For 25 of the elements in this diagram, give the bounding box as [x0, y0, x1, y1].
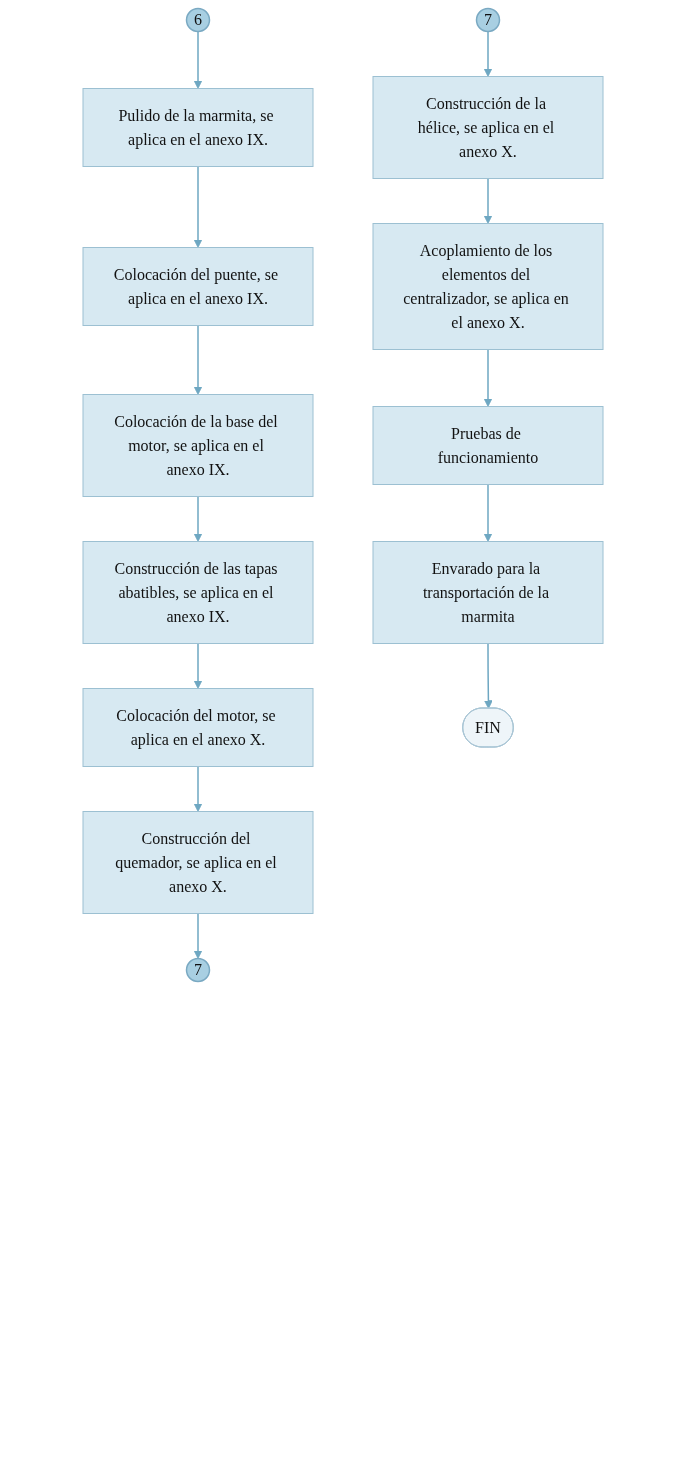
arrow — [483, 483, 493, 542]
node-circle: 6 — [185, 7, 211, 33]
node-circle: 7 — [185, 957, 211, 983]
node-circle: 7 — [475, 7, 501, 33]
node-box: Construcción de la hélice, se aplica en el anexo X. — [372, 76, 604, 179]
node-box: Pruebas de funcionamiento — [372, 406, 604, 485]
arrow — [193, 642, 203, 689]
arrow — [193, 765, 203, 812]
arrow — [483, 348, 493, 407]
node-box: Colocación del motor, se aplica en el anexo X. — [82, 688, 314, 767]
arrow — [193, 30, 203, 89]
node-box: Colocación de la base del motor, se aplica en el anexo IX. — [82, 394, 314, 497]
node-box: Acoplamiento de los elementos del centralizador, se aplica en el anexo X. — [372, 223, 604, 350]
node-box: Pulido de la marmita, se aplica en el anexo IX. — [82, 88, 314, 167]
node-box: Construcción de las tapas abatibles, se aplica en el anexo IX. — [82, 541, 314, 644]
arrow — [193, 165, 203, 248]
node-box: Construcción del quemador, se aplica en el anexo X. — [82, 811, 314, 914]
arrow — [193, 912, 203, 959]
arrow — [193, 495, 203, 542]
arrow — [193, 324, 203, 395]
arrow — [483, 177, 493, 224]
arrow — [484, 642, 493, 709]
node-box: Envarado para la transportación de la marmita — [372, 541, 604, 644]
node-box: Colocación del puente, se aplica en el anexo IX. — [82, 247, 314, 326]
arrow — [483, 30, 493, 77]
